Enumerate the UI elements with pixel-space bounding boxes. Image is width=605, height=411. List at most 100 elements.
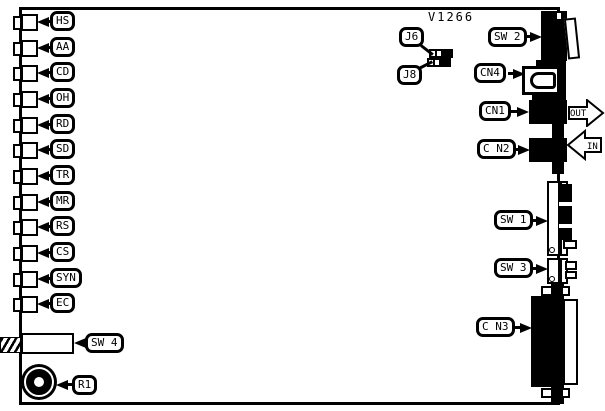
leader-arrow-icon: [37, 197, 49, 207]
led-row-syn: SYN: [0, 268, 120, 290]
cn3-connector-body: [531, 296, 564, 387]
leader-line: [46, 200, 52, 203]
led-indicator-icon: [21, 14, 38, 31]
cn3-mount-post: [551, 386, 563, 402]
leader-arrow-icon: [517, 107, 529, 117]
led-indicator-icon: [21, 40, 38, 57]
leader-arrow-icon: [37, 248, 49, 258]
led-indicator-icon: [21, 296, 38, 313]
board-edge-segment: [552, 93, 564, 102]
led-label-rd: RD: [50, 114, 76, 134]
jumper-pin: [435, 60, 439, 65]
led-row-rs: RS: [0, 216, 120, 238]
led-row-rd: RD: [0, 114, 120, 136]
led-indicator-icon: [21, 142, 38, 159]
led-indicator-icon: [21, 65, 38, 82]
jumper-block-j8: [427, 58, 451, 67]
jumper-label-j6: J6: [399, 27, 425, 47]
leader-arrow-icon: [530, 32, 542, 42]
leader-line: [530, 219, 539, 222]
led-row-tr: TR: [0, 165, 120, 187]
led-label-tr: TR: [50, 165, 76, 185]
leader-line: [46, 71, 52, 74]
jumper-label-j8: J8: [397, 65, 423, 85]
switch-label-sw4: SW 4: [85, 333, 124, 353]
connector-label-cn2: C N2: [477, 139, 516, 159]
leader-arrow-icon: [37, 274, 49, 284]
jumper-pin: [437, 51, 441, 56]
leader-arrow-icon: [37, 171, 49, 181]
leader-line: [46, 97, 52, 100]
cn1-connector-body: [529, 100, 567, 124]
board-edge-segment: [556, 60, 566, 105]
out-arrow-label: OUT: [570, 109, 587, 119]
leader-arrow-icon: [37, 68, 49, 78]
leader-arrow-icon: [74, 338, 86, 348]
led-label-cd: CD: [50, 62, 76, 82]
leader-line: [46, 46, 52, 49]
r1-center-dot: [34, 377, 44, 387]
sw1-contact-gap: [559, 224, 572, 228]
leader-arrow-icon: [513, 69, 525, 79]
led-indicator-icon: [21, 117, 38, 134]
leader-arrow-icon: [37, 145, 49, 155]
sw3-tab: [565, 261, 577, 270]
in-arrow-label: IN: [587, 142, 598, 152]
led-label-ec: EC: [50, 293, 76, 313]
led-label-hs: HS: [50, 11, 76, 31]
leader-arrow-icon: [536, 216, 548, 226]
board-edge-segment: [552, 162, 564, 174]
led-label-sd: SD: [50, 139, 76, 159]
leader-arrow-icon: [37, 222, 49, 232]
board-edge-segment: [558, 260, 562, 282]
sw2-notch: [557, 13, 561, 19]
leader-line: [46, 123, 52, 126]
leader-line: [46, 20, 52, 23]
led-row-ec: EC: [0, 293, 120, 315]
led-row-cs: CS: [0, 242, 120, 264]
leader-line: [46, 277, 52, 280]
led-indicator-icon: [21, 91, 38, 108]
board-edge-segment: [532, 95, 562, 103]
led-label-rs: RS: [50, 216, 76, 236]
leader-line: [524, 35, 532, 38]
led-row-mr: MR: [0, 191, 120, 213]
switch-label-sw1: SW 1: [494, 210, 533, 230]
leader-arrow-icon: [37, 120, 49, 130]
cn4-jack-opening: [530, 72, 556, 89]
cn3-back-shell: [563, 299, 578, 385]
leader-arrow-icon: [520, 323, 532, 333]
sw1-screw-icon: [549, 247, 555, 253]
leader-arrow-icon: [518, 145, 530, 155]
sw1-dip-contacts: [559, 184, 572, 240]
led-indicator-icon: [21, 194, 38, 211]
led-label-cs: CS: [50, 242, 76, 262]
leader-line: [82, 341, 87, 344]
leader-arrow-icon: [56, 380, 68, 390]
led-row-oh: OH: [0, 88, 120, 110]
switch-label-sw2: SW 2: [488, 27, 527, 47]
led-label-oh: OH: [50, 88, 76, 108]
led-row-aa: AA: [0, 37, 120, 59]
led-row-sd: SD: [0, 139, 120, 161]
board-edge-segment: [552, 124, 564, 138]
leader-line: [512, 326, 522, 329]
leader-line: [46, 251, 52, 254]
led-label-mr: MR: [50, 191, 76, 211]
sw4-shaft: [0, 337, 21, 353]
sw4-switch-body: [21, 333, 74, 354]
leader-line: [508, 110, 518, 113]
r1-knob-ring: [24, 367, 54, 397]
leader-arrow-icon: [536, 264, 548, 274]
connector-label-cn4: CN4: [474, 63, 506, 83]
sw3-tab: [565, 271, 577, 279]
part-number-label: V1266: [428, 10, 475, 24]
sw1-tab: [563, 240, 577, 249]
sw3-screw-icon: [549, 276, 555, 282]
leader-line: [46, 225, 52, 228]
connector-label-cn1: CN1: [479, 101, 511, 121]
out-arrow-icon: OUT: [568, 99, 605, 127]
leader-line: [46, 302, 52, 305]
led-indicator-icon: [21, 245, 38, 262]
led-row-cd: CD: [0, 62, 120, 84]
